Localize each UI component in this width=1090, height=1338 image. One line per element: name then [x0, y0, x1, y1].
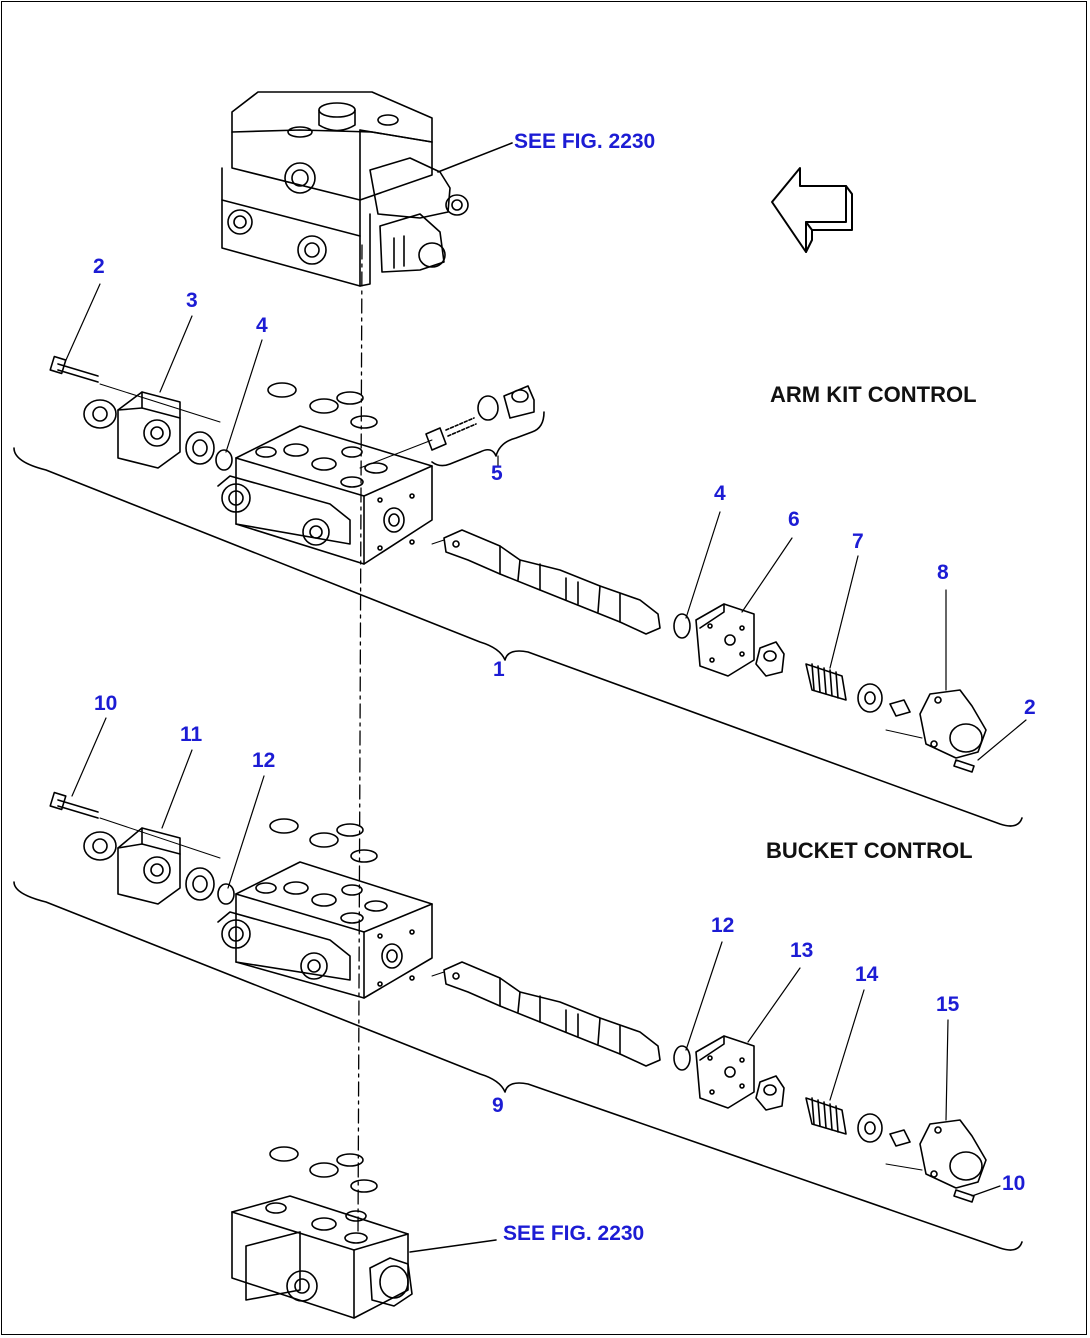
arm-stop-bolt [889, 699, 911, 717]
leader-see-fig-bottom [409, 1239, 497, 1253]
arm-spring-seat [755, 641, 785, 677]
arm-bolt-2-right [953, 759, 975, 773]
top-valve-body [221, 91, 469, 287]
callout-bucket-11: 11 [180, 723, 203, 746]
see-fig-top-link[interactable]: SEE FIG. 2230 [514, 130, 656, 153]
bucket-cover-plate-13 [695, 1035, 755, 1109]
bucket-bolt-10 [49, 791, 99, 819]
bucket-bushing [185, 867, 215, 901]
assembly-axis [357, 244, 363, 1236]
arm-valve-block [217, 425, 433, 565]
callout-arm-5: 5 [491, 462, 503, 485]
bucket-flange-11 [117, 827, 181, 905]
callout-arm-3: 3 [186, 289, 198, 312]
callout-arm-4-right: 4 [714, 482, 726, 505]
arm-washer [83, 399, 117, 429]
direction-arrow-icon [771, 167, 853, 253]
arm-kit-section-bracket [13, 447, 1023, 827]
bucket-stop-bolt [889, 1129, 911, 1147]
see-fig-bottom-link[interactable]: SEE FIG. 2230 [503, 1222, 645, 1245]
callout-bucket-9: 9 [492, 1094, 504, 1117]
bottom-valve-body [231, 1195, 413, 1319]
bucket-spool [431, 961, 661, 1067]
callout-bucket-14: 14 [855, 963, 879, 986]
callout-bucket-10-right: 10 [1002, 1172, 1026, 1195]
bucket-control-label: BUCKET CONTROL [766, 838, 973, 863]
bucket-spring-cap-15 [919, 1119, 987, 1189]
bucket-spring-14 [805, 1097, 847, 1135]
bucket-washer-right [857, 1113, 883, 1143]
bucket-valve-block [217, 861, 433, 999]
arm-spool [431, 529, 661, 635]
bucket-spring-seat [755, 1075, 785, 1111]
callout-bucket-10-left: 10 [94, 692, 118, 715]
callout-arm-2-right: 2 [1024, 696, 1036, 719]
arm-oring-4-left [215, 449, 233, 471]
arm-oring-4-right [673, 613, 691, 639]
arm-cover-plate-6 [695, 603, 755, 677]
arm-flange-3 [117, 391, 181, 469]
arm-spring-7 [805, 663, 847, 701]
callout-arm-1: 1 [493, 658, 505, 681]
leader-see-fig-top [437, 142, 513, 173]
bucket-washer [83, 831, 117, 861]
callout-bucket-12-left: 12 [252, 749, 276, 772]
arm-kit-control-label: ARM KIT CONTROL [770, 382, 977, 407]
arm-bolt-2 [49, 355, 99, 383]
callout-arm-4-left: 4 [256, 314, 268, 337]
callout-leaders [65, 283, 1027, 1197]
arm-washer-right [857, 683, 883, 713]
bucket-bolt-10-right [953, 1189, 975, 1203]
callout-bucket-15: 15 [936, 993, 960, 1016]
bucket-oring-12-right [673, 1045, 691, 1071]
arm-spring-cap-8 [919, 689, 987, 759]
callout-bucket-12-right: 12 [711, 914, 735, 937]
arm-relief-valve-5 [359, 385, 545, 469]
callout-bucket-13: 13 [790, 939, 814, 962]
callout-arm-2-left: 2 [93, 255, 105, 278]
callout-arm-8: 8 [937, 561, 949, 584]
callout-arm-6: 6 [788, 508, 800, 531]
arm-bushing [185, 431, 215, 465]
callout-arm-7: 7 [852, 530, 864, 553]
bucket-section-bracket [13, 881, 1023, 1251]
bucket-oring-12-left [217, 883, 235, 905]
